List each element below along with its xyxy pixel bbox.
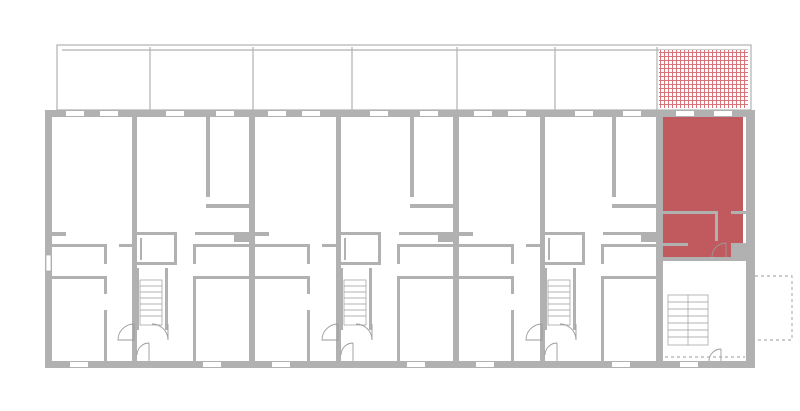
- unit-partitions: [132, 117, 663, 361]
- windows-top: [66, 111, 732, 116]
- side-window: [45, 254, 52, 272]
- highlighted-apartment: [663, 117, 743, 257]
- dashed-annex: [665, 275, 793, 358]
- interior-walls: [52, 117, 746, 361]
- outer-walls: [45, 110, 755, 368]
- windows-bottom: [70, 362, 698, 367]
- stairs: [139, 279, 709, 346]
- hatched-balcony: [659, 50, 748, 108]
- balcony-strip: [56, 44, 752, 111]
- door-swings: [117, 242, 727, 362]
